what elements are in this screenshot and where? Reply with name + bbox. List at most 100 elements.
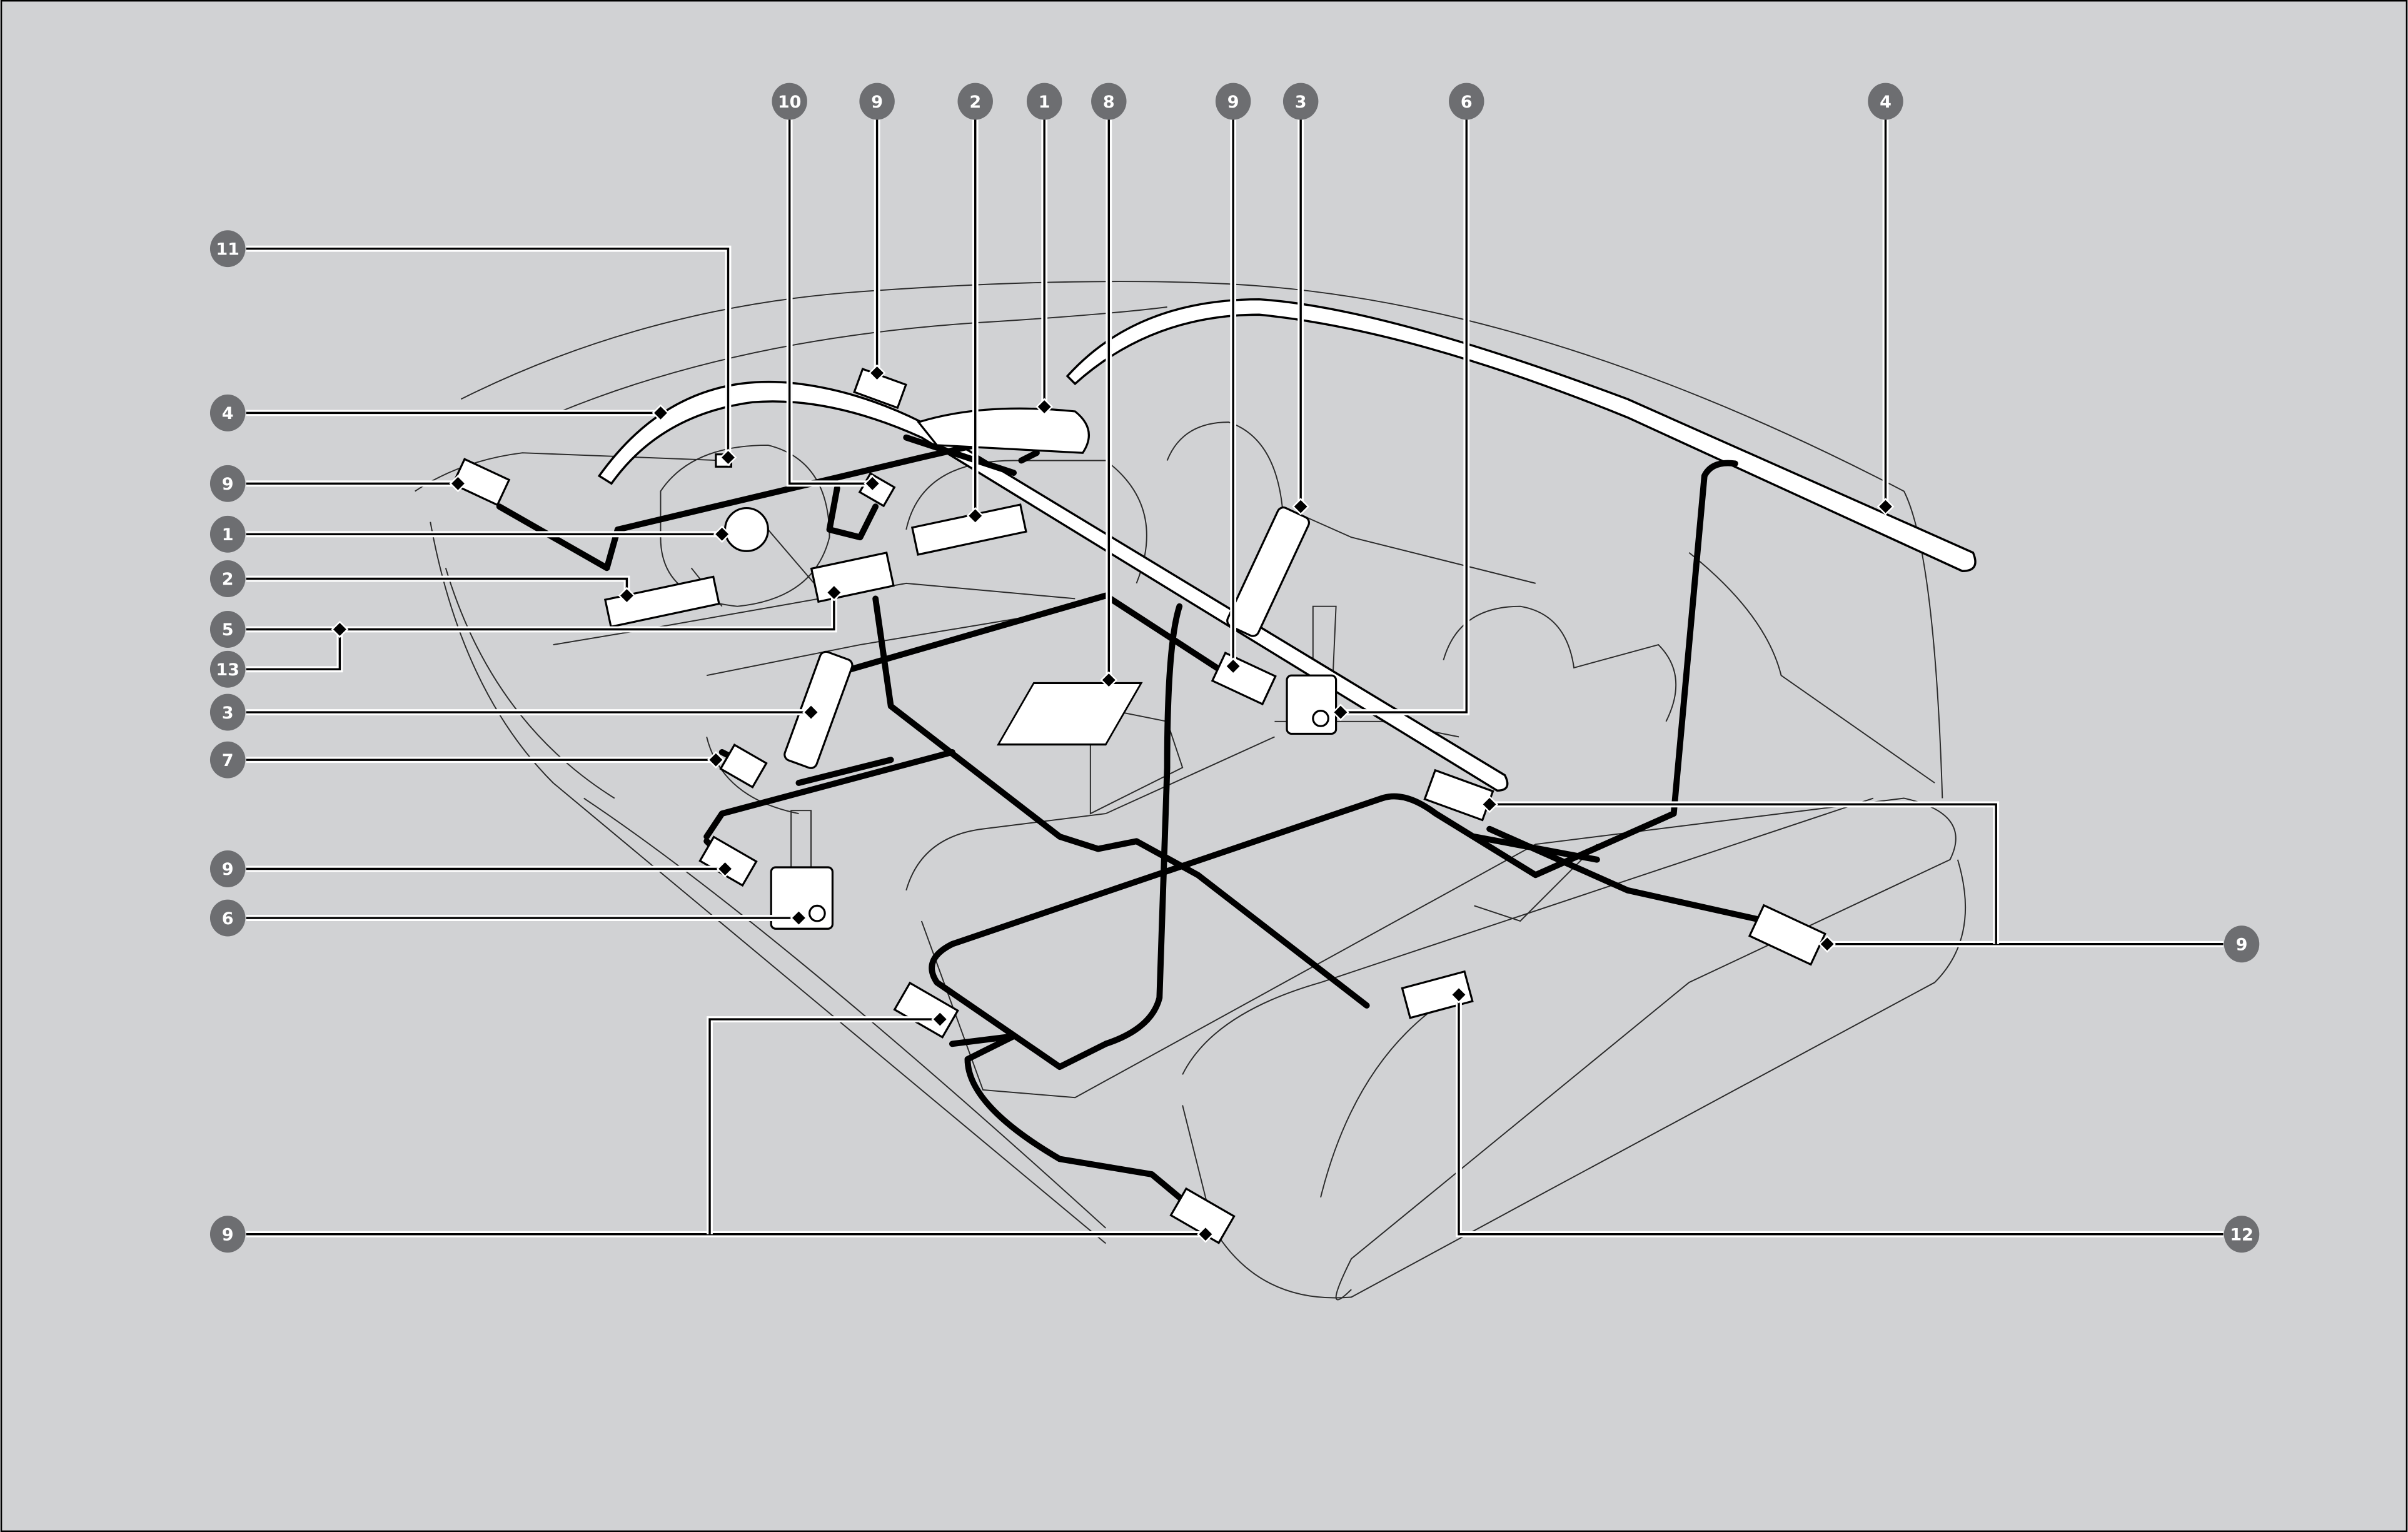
callout-c11-left: 11 [209, 230, 246, 268]
callout-c12-right: 12 [2224, 1216, 2260, 1253]
callout-number: 1 [222, 525, 234, 545]
callout-badge [1215, 83, 1251, 120]
wiring-harness [496, 430, 1769, 1216]
callout-number: 9 [222, 1225, 234, 1244]
leader-endpoint-diamond-icon [1100, 671, 1118, 689]
pretensioner-passenger [1286, 674, 1337, 735]
leader-endpoint-diamond-icon [1197, 1225, 1214, 1243]
callout-badge [2224, 925, 2260, 963]
components [451, 367, 1826, 1244]
callout-number: 12 [2230, 1225, 2254, 1244]
callout-c10-top: 10 [772, 83, 807, 120]
leader-line [1340, 119, 1468, 713]
sensor-dash-left [451, 458, 511, 506]
callout-badge [772, 83, 807, 120]
seat-occupant-sensor [996, 682, 1143, 746]
callout-badge [209, 693, 246, 731]
callout-number: 13 [216, 660, 239, 680]
callout-number: 1 [1039, 93, 1050, 112]
callout-badge [209, 850, 246, 887]
callout-c13-left: 13 [209, 650, 246, 688]
leader-endpoint-diamond-icon [864, 475, 882, 493]
callout-c7-left: 7 [209, 741, 246, 779]
callout-badge [2224, 1216, 2260, 1253]
callout-c2-left: 2 [209, 560, 246, 597]
callout-number: 9 [222, 475, 234, 494]
callout-c3-top: 3 [1282, 83, 1319, 120]
callout-number: 2 [969, 93, 981, 112]
leader-line [246, 592, 835, 631]
leader-endpoint-diamond-icon [1292, 498, 1310, 516]
leader-endpoint-diamond-icon [1450, 985, 1468, 1004]
callout-number: 9 [1227, 93, 1239, 112]
callout-number: 11 [216, 239, 239, 259]
callout-badge [1091, 83, 1127, 120]
leader-endpoint-diamond-icon [1332, 703, 1349, 721]
leader-line [1458, 994, 2224, 1236]
callout-number: 4 [222, 404, 234, 423]
callout-c4-top: 4 [1868, 83, 1903, 120]
callout-number: 3 [222, 703, 234, 723]
sensor-dash-top [853, 367, 907, 410]
callout-number: 4 [1880, 93, 1892, 112]
leader-endpoint-diamond-icon [802, 703, 820, 721]
leader-endpoint-diamond-icon [618, 587, 636, 605]
callout-number: 6 [222, 909, 234, 929]
callout-badge [1868, 83, 1903, 120]
leader-endpoint-diamond-icon [825, 583, 843, 602]
leader-endpoint-diamond-icon [716, 860, 734, 878]
leader-line [246, 247, 730, 458]
leader-endpoint-diamond-icon [1818, 935, 1836, 953]
callout-c9-top-a: 9 [859, 83, 895, 120]
callout-number: 6 [1461, 93, 1473, 112]
side-airbag-passenger [1226, 506, 1311, 637]
leader-line [246, 629, 341, 671]
callout-badge [209, 650, 246, 688]
callout-c4-left: 4 [209, 394, 246, 431]
leader-line [788, 119, 873, 485]
leader-endpoint-diamond-icon [868, 364, 886, 382]
leader-endpoint-diamond-icon [931, 1010, 949, 1028]
callout-c1-top: 1 [1026, 83, 1062, 120]
callout-number: 3 [1295, 93, 1307, 112]
callout-c5-left: 5 [209, 611, 246, 648]
sensor-7 [719, 743, 768, 789]
callout-badge [209, 230, 246, 268]
knee-airbag-passenger [910, 503, 1027, 556]
leader-endpoint-diamond-icon [1224, 657, 1242, 675]
callout-number: 2 [222, 570, 234, 589]
callout-badge [1449, 83, 1484, 120]
callout-c9-left-b: 9 [209, 850, 246, 887]
leader-endpoint-diamond-icon [1481, 795, 1499, 814]
leader-endpoint-diamond-icon [1035, 398, 1054, 416]
callout-badge [209, 394, 246, 431]
callout-c3-left: 3 [209, 693, 246, 731]
leader-endpoint-diamond-icon [652, 404, 670, 422]
leader-endpoint-diamond-icon [707, 751, 725, 769]
callout-number: 9 [222, 860, 234, 879]
passenger-airbag [917, 407, 1090, 454]
callout-badge [1026, 83, 1062, 120]
callout-badge [859, 83, 895, 120]
leader-endpoint-diamond-icon [966, 506, 984, 525]
rear-seat-sensor-12 [1401, 970, 1474, 1019]
callout-badge [209, 515, 246, 553]
callout-badge [209, 899, 246, 937]
callout-number: 10 [778, 93, 802, 112]
driver-airbag [723, 506, 769, 552]
leader-endpoint-diamond-icon [331, 620, 349, 638]
callout-number: 9 [2236, 935, 2248, 954]
callout-badge [209, 560, 246, 597]
callout-number: 5 [222, 620, 234, 640]
leader-endpoint-diamond-icon [719, 448, 737, 466]
leader-line [708, 1018, 940, 1234]
callout-number: 9 [871, 93, 883, 112]
callout-c9-left-c: 9 [209, 1216, 246, 1253]
knee-airbag-driver [603, 575, 720, 628]
callout-c1-left: 1 [209, 515, 246, 553]
callout-c9-left-a: 9 [209, 465, 246, 502]
